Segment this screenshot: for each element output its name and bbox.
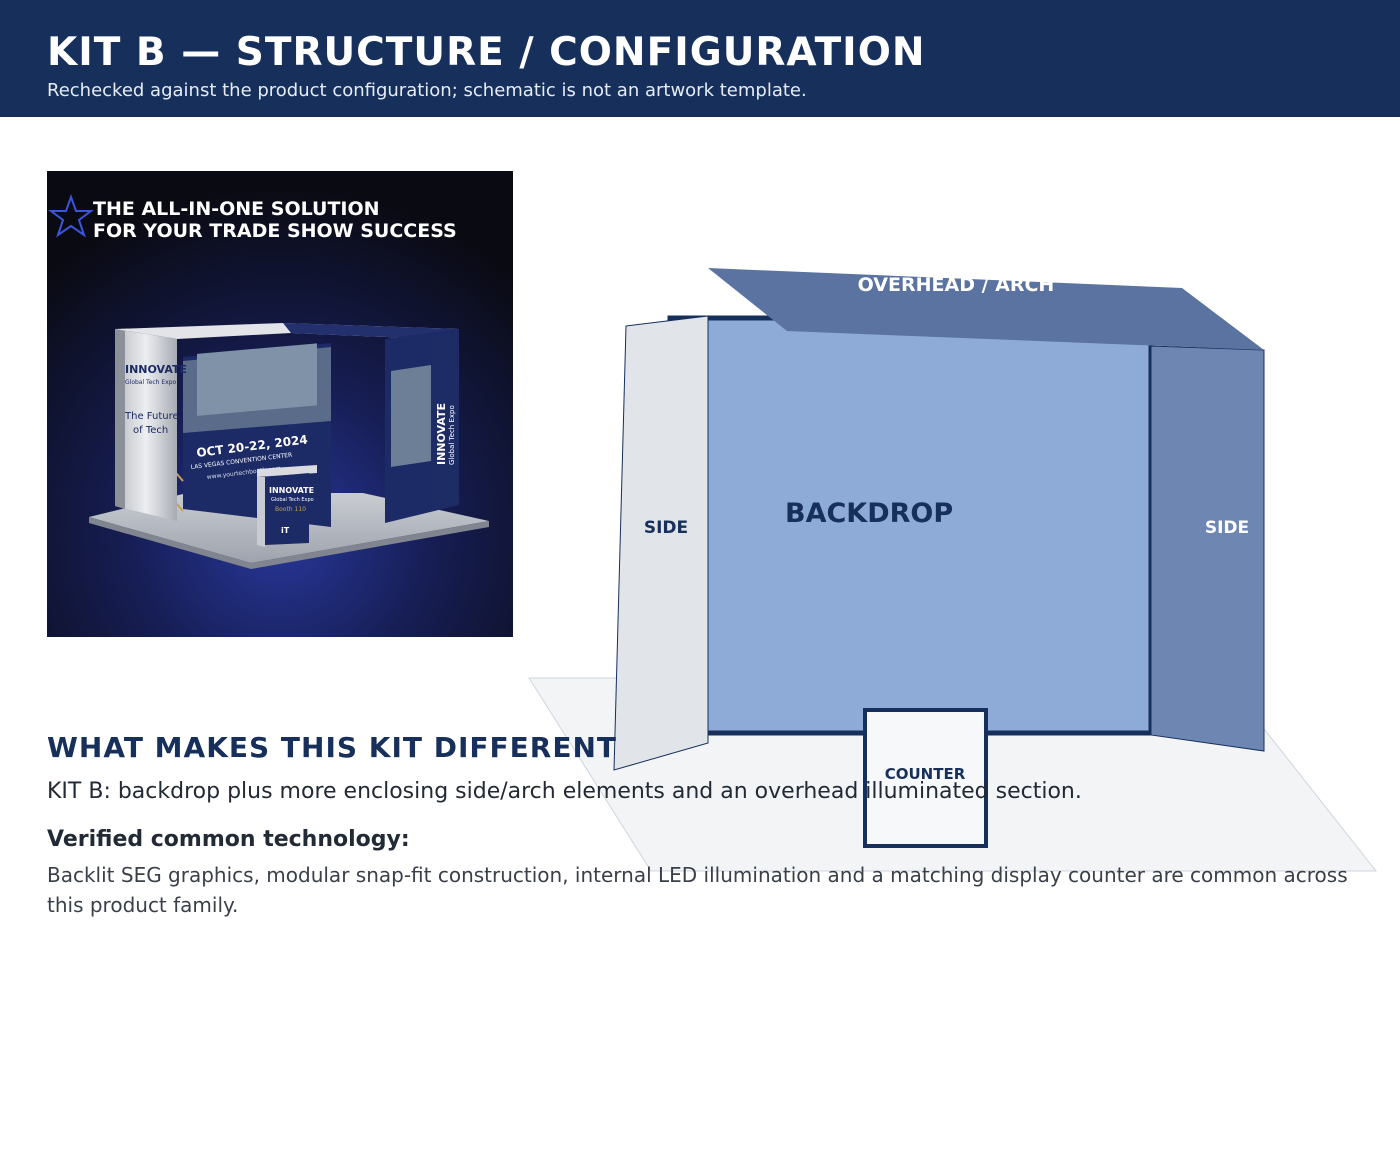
left-panel-sub: Global Tech Expo	[125, 379, 177, 386]
label-side-right: SIDE	[1205, 518, 1249, 538]
counter-box	[863, 708, 988, 848]
lab-photo-panel	[197, 343, 317, 416]
left-panel-tag-2: of Tech	[133, 425, 168, 436]
counter-booth: Booth 110	[275, 506, 306, 513]
right-panel-sub: Global Tech Expo	[448, 405, 456, 465]
page-title: KIT B — STRUCTURE / CONFIGURATION	[47, 30, 926, 75]
label-side-left: SIDE	[644, 518, 688, 538]
star-logo-icon	[48, 194, 94, 238]
tech-heading: Verified common technology:	[47, 827, 410, 852]
header-bar: KIT B — STRUCTURE / CONFIGURATION Rechec…	[0, 0, 1400, 117]
product-photo: THE ALL-IN-ONE SOLUTION FOR YOUR TRADE S…	[47, 171, 513, 637]
side-panel-left	[613, 315, 709, 771]
counter-brand: INNOVATE	[269, 486, 314, 495]
section-heading: WHAT MAKES THIS KIT DIFFERENT	[47, 731, 618, 764]
left-panel-brand: INNOVATE	[125, 363, 187, 376]
label-counter: COUNTER	[885, 765, 966, 783]
left-panel-tag-1: The Future	[124, 411, 179, 422]
overhead-arch-panel	[708, 268, 1264, 350]
page-subtitle: Rechecked against the product configurat…	[47, 80, 807, 101]
section-lead: KIT B: backdrop plus more enclosing side…	[47, 779, 1082, 804]
label-backdrop: BACKDROP	[785, 498, 953, 529]
product-photo-illustration: THE ALL-IN-ONE SOLUTION FOR YOUR TRADE S…	[47, 171, 513, 637]
right-panel-brand: INNOVATE	[435, 403, 448, 465]
backdrop-panel	[667, 315, 1154, 736]
side-panel-right	[1150, 345, 1265, 752]
photo-headline-1: THE ALL-IN-ONE SOLUTION	[93, 198, 380, 220]
photo-headline-2: FOR YOUR TRADE SHOW SUCCESS	[93, 220, 457, 242]
label-overhead: OVERHEAD / ARCH	[858, 274, 1055, 296]
tech-body: Backlit SEG graphics, modular snap-fit c…	[47, 863, 1348, 917]
counter-sub: Global Tech Expo	[271, 497, 314, 503]
counter-logo-icon: iT	[281, 526, 290, 535]
